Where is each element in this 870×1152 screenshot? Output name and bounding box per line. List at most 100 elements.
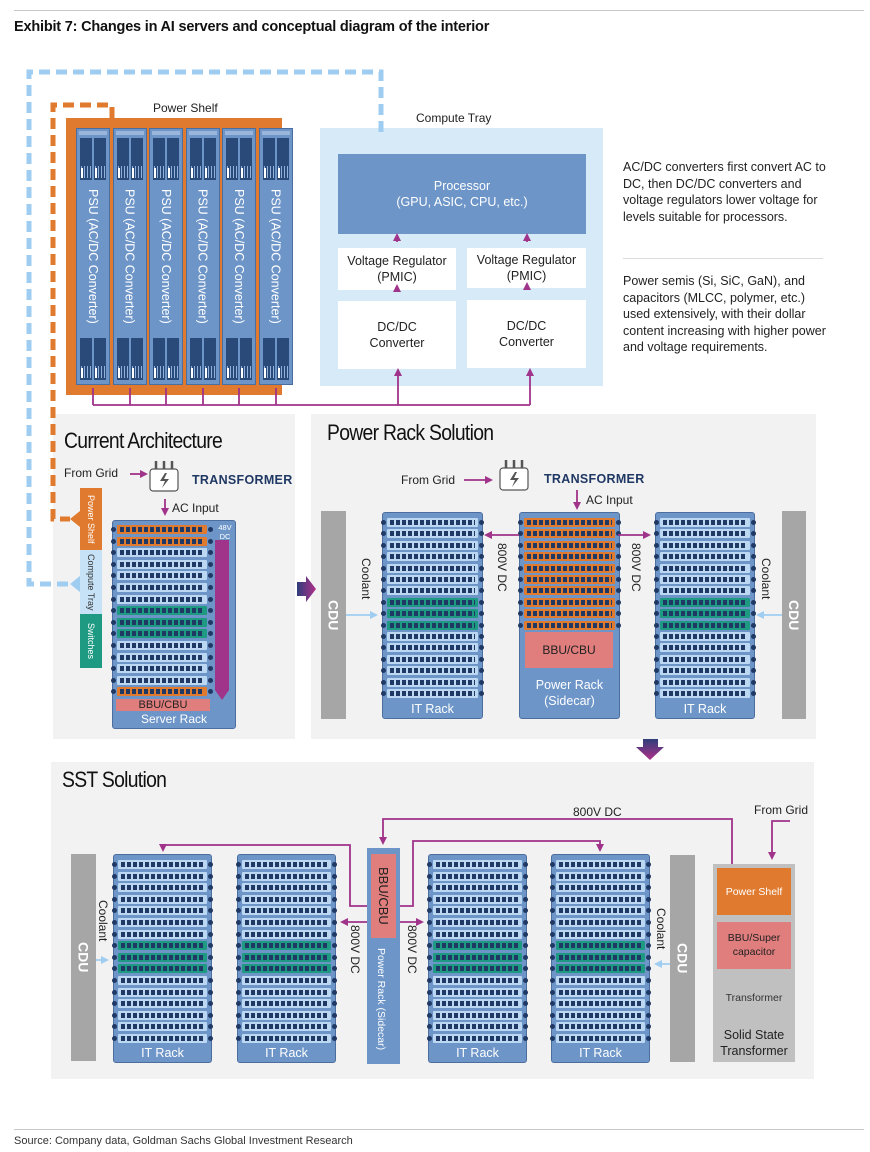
psu-fan-icon: [129, 337, 144, 381]
rack-slot: [112, 952, 213, 962]
rack-slot: [236, 860, 337, 869]
rack-slot: [654, 540, 756, 550]
psu-fan-icon: [239, 137, 253, 181]
rack-slot: [427, 964, 528, 974]
psu-fan-icon: [152, 337, 166, 381]
rack-slot: [112, 883, 213, 893]
dcdc-sublabel: Converter: [499, 335, 554, 349]
rack-slot: [427, 906, 528, 916]
rack-slot: [111, 583, 213, 592]
power-rack-sidecar: BBU/CBU Power Rack (Sidecar): [518, 512, 621, 719]
power-shelf-dashed-link: [50, 102, 115, 522]
dcdc-label: DC/DC: [506, 318, 547, 333]
rack-slot: [236, 883, 337, 893]
rack-slot: [111, 652, 213, 662]
rack-slot: [550, 871, 651, 881]
psu-power-bus: [92, 233, 534, 406]
rack-slot: [427, 999, 528, 1009]
cdu-label: CDU: [325, 599, 342, 631]
rack-slot: [112, 999, 213, 1009]
it-rack-left: IT Rack: [381, 512, 484, 719]
note-conversion: AC/DC converters first convert AC to DC,…: [623, 160, 826, 224]
rack-slot: [381, 586, 484, 596]
rack-slot: [381, 552, 484, 562]
ac-input-label: AC Input: [172, 501, 219, 515]
psu-handle: [261, 131, 290, 135]
rack-slot: [381, 620, 484, 630]
rack-slot: [518, 540, 621, 550]
psu-fan-icon: [239, 337, 253, 381]
sst-transformer-label: Transformer: [725, 992, 783, 1004]
rack-slot: [550, 929, 651, 939]
rack-slot: [236, 941, 337, 951]
rack-slot: [654, 609, 756, 619]
rack-slot: [381, 540, 484, 550]
solid-state-transformer: Power Shelf BBU/Super capacitor Transfor…: [713, 864, 795, 1062]
rack-slot: [112, 894, 213, 904]
psu-module: PSU (AC/DC Converter): [76, 128, 110, 385]
legend-compute-tray-label: Compute Tray: [86, 553, 96, 611]
rack-slot: [236, 999, 337, 1009]
rack-slot: [111, 525, 213, 534]
rack-slot: [550, 894, 651, 904]
psu-module: PSU (AC/DC Converter): [222, 128, 256, 385]
rack-slot: [550, 860, 651, 869]
rack-slot: [381, 518, 484, 527]
rack-slot: [236, 1010, 337, 1020]
psu-module: PSU (AC/DC Converter): [149, 128, 183, 385]
vr-label: Voltage Regulator: [347, 253, 447, 268]
psu-handle: [79, 131, 107, 135]
compute-tray-link-arrow: [70, 576, 80, 592]
rack-slot: [654, 529, 756, 539]
it-rack-right: IT Rack: [654, 512, 756, 719]
legend-switches: Switches: [80, 614, 102, 668]
psu-fan-icon: [188, 137, 203, 181]
rack-slot: [427, 1022, 528, 1032]
rack-slot: [654, 575, 756, 584]
rack-slot: [381, 689, 484, 698]
rack-slot: [112, 906, 213, 916]
it-rack-label: IT Rack: [579, 1046, 622, 1060]
sst-coolant-left: Coolant: [96, 900, 110, 942]
from-grid-label: From Grid: [401, 473, 455, 487]
rack-slot: [381, 529, 484, 539]
rack-slot: [427, 929, 528, 939]
rack-slot: [654, 597, 756, 607]
psu-fan-icon: [115, 137, 130, 181]
48v-dc-label: 48V DC: [218, 523, 232, 541]
rack-slot: [550, 987, 651, 997]
sst-power-shelf: Power Shelf: [717, 868, 791, 915]
psu-fan-icon: [152, 137, 166, 181]
rack-slot: [381, 597, 484, 607]
note-power-semis: Power semis (Si, SiC, GaN), and capacito…: [623, 274, 826, 354]
cdu-right: CDU: [782, 511, 806, 719]
rack-slot: [111, 617, 213, 627]
note-divider: [623, 258, 823, 259]
rack-slot: [236, 964, 337, 974]
sst-bbu-label: BBU/CBU: [376, 867, 391, 925]
psu-label: PSU (AC/DC Converter): [232, 189, 246, 324]
sst-line2: Transformer: [720, 1043, 788, 1058]
power-shelf-link-arrow: [70, 511, 80, 527]
current-architecture-title: Current Architecture: [64, 428, 223, 453]
psu-fan-icon: [225, 337, 239, 381]
sst-800v-dc-label: 800V DC: [573, 805, 622, 819]
dcdc-converter-right: DC/DC Converter: [467, 300, 586, 368]
cdu-label: CDU: [674, 943, 691, 974]
rack-slot: [236, 976, 337, 985]
sst-power-rack-label: Power Rack (Sidecar): [375, 948, 387, 1051]
rack-slot: [111, 629, 213, 639]
transformer-icon: [149, 461, 179, 492]
vr-label: Voltage Regulator: [476, 252, 577, 267]
sst-it-rack-1: IT Rack: [112, 854, 213, 1063]
800v-dc-label-right: 800V DC: [629, 543, 643, 592]
sst-from-grid-label: From Grid: [754, 803, 808, 817]
rack-slot: [654, 552, 756, 562]
rack-slot: [111, 536, 213, 546]
top-rule: [14, 10, 864, 11]
rack-slot: [654, 666, 756, 676]
psu-module: PSU (AC/DC Converter): [258, 128, 293, 385]
rack-slot: [236, 906, 337, 916]
transition-arrow-down: [636, 739, 664, 760]
psu-fan-icon: [225, 137, 239, 181]
